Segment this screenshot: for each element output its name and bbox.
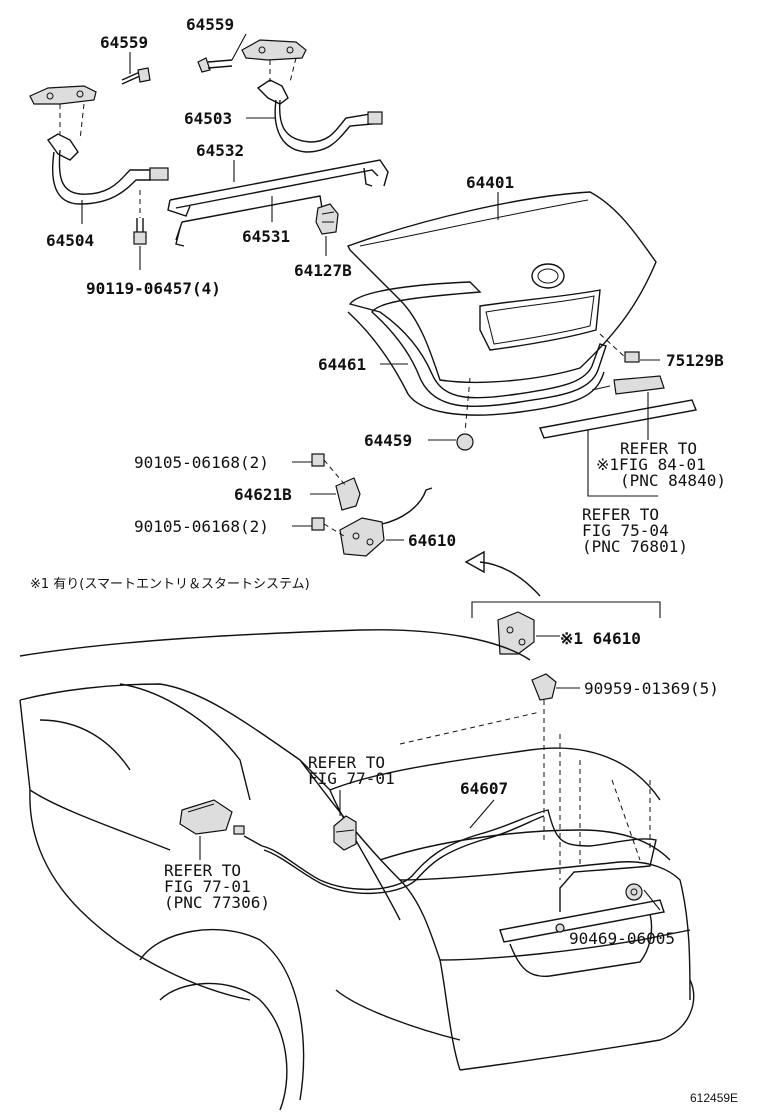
hinge-right-64503	[241, 39, 383, 153]
grommet-64459	[456, 377, 474, 451]
ref-77a-line1: REFER TO	[308, 753, 385, 772]
bolts-90105	[311, 453, 325, 531]
label-90959: 90959-01369(5)	[584, 679, 719, 698]
cable-64607	[261, 809, 657, 933]
torsion-bar-64532	[167, 159, 389, 217]
weatherstrip-64461	[347, 281, 607, 416]
ref-77b-line2: FIG 77-01	[164, 877, 251, 896]
bracket-64621b	[335, 477, 361, 511]
label-64401: 64401	[466, 173, 514, 192]
label-64459: 64459	[364, 431, 412, 450]
label-75129b: 75129B	[666, 351, 724, 370]
rear-garnish	[539, 333, 697, 439]
ref-75-line3: (PNC 76801)	[582, 537, 688, 556]
lock-64610	[323, 459, 433, 557]
label-64559-a: 64559	[100, 33, 148, 52]
release-lever	[179, 799, 263, 847]
ref-75-line2: FIG 75-04	[582, 521, 669, 540]
label-64503: 64503	[184, 109, 232, 128]
switch-90469	[625, 883, 643, 901]
ref-84-line2: ※1FIG 84-01	[596, 455, 706, 474]
ref-75-line1: REFER TO	[582, 505, 659, 524]
label-64607: 64607	[460, 779, 508, 798]
ref-84-line1: REFER TO	[620, 439, 697, 458]
figure-code: 612459E	[690, 1091, 738, 1105]
ref-77b-line3: (PNC 77306)	[164, 893, 270, 912]
label-64504: 64504	[46, 231, 94, 250]
label-64621b: 64621B	[234, 485, 292, 504]
label-64531: 64531	[242, 227, 290, 246]
smart-entry-note: ※1 有り(スマートエントリ＆スタートシステム)	[30, 577, 310, 592]
label-64532: 64532	[196, 141, 244, 160]
trunk-lid-64401	[347, 191, 657, 384]
car-body	[19, 629, 695, 1111]
label-90105-b: 90105-06168(2)	[134, 517, 269, 536]
label-64610-alt: ※1 64610	[560, 629, 641, 648]
leader-lines	[81, 33, 661, 911]
hinge-left-64504	[29, 85, 169, 205]
bolt-64559-left	[121, 67, 151, 85]
label-64127b: 64127B	[294, 261, 352, 280]
label-64610: 64610	[408, 531, 456, 550]
reference-labels: REFER TO ※1FIG 84-01 (PNC 84840) REFER T…	[164, 439, 726, 912]
label-64461: 64461	[318, 355, 366, 374]
alt-lock-bracket	[471, 601, 661, 655]
label-64559-b: 64559	[186, 15, 234, 34]
label-90469: 90469-06005	[569, 929, 675, 948]
ref-77a-line2: FIG 77-01	[308, 769, 395, 788]
ref-77b-line1: REFER TO	[164, 861, 241, 880]
label-90119: 90119-06457(4)	[86, 279, 221, 298]
bolt-64559-right	[197, 57, 233, 73]
torsion-bar-64531	[175, 195, 323, 247]
ref-84-line3: (PNC 84840)	[620, 471, 726, 490]
clip-90959	[531, 673, 651, 880]
arrow-up-left	[464, 550, 541, 597]
part-labels: 64559 64559 64503 64532 64401 64504 6453…	[46, 15, 724, 948]
label-90105-a: 90105-06168(2)	[134, 453, 269, 472]
cable-clip-pillar	[333, 815, 357, 851]
clip-64127b	[315, 203, 339, 235]
bolt-90119	[133, 190, 147, 245]
